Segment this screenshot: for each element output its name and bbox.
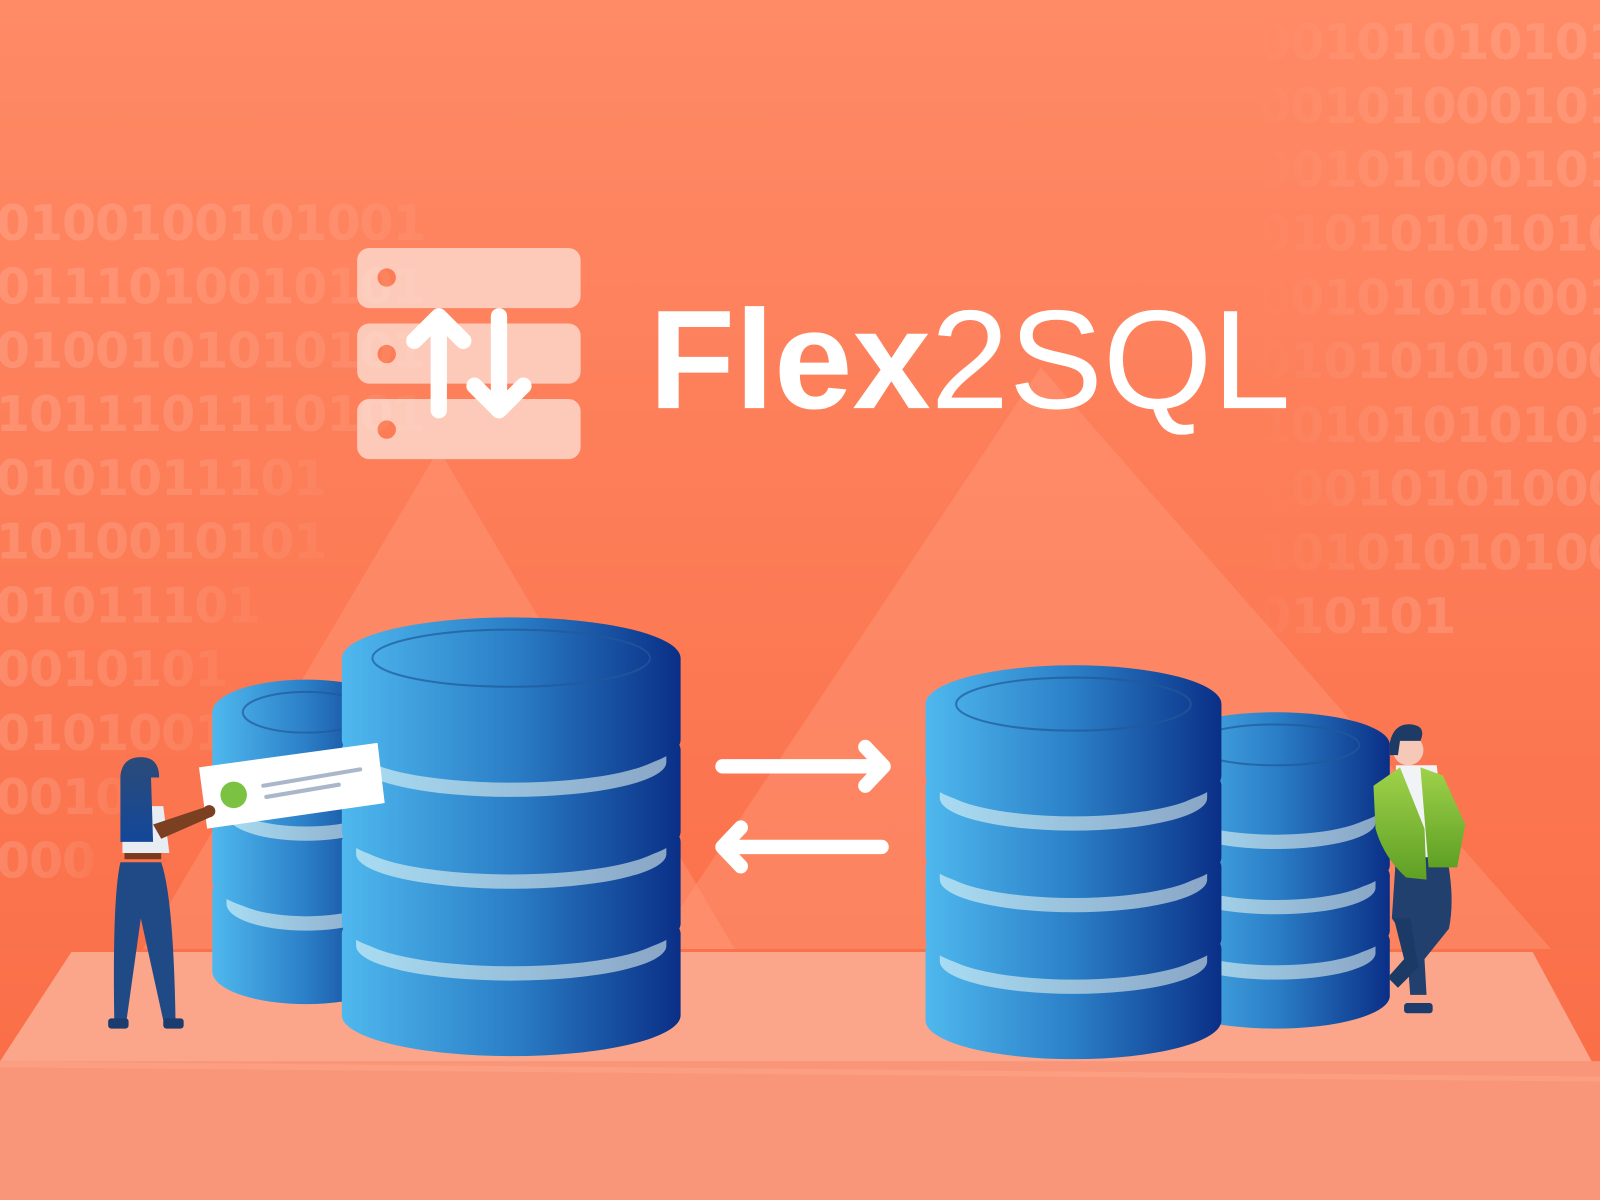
status-dot-green [220,781,247,809]
binary-row: 0010100010111 [1257,78,1600,135]
database-disk-top [925,665,1222,743]
binary-row: 0111010010101 [0,259,426,316]
server-led [377,344,396,364]
database-stack-right-front [925,665,1222,1060]
arrow-right-icon [715,739,891,793]
database-disk-top [341,617,681,699]
binary-row: 01011101 [0,577,260,634]
server-led [377,420,396,439]
arrow-left-icon [715,820,889,874]
binary-row: 0101001 [0,705,227,762]
database-ring [356,931,667,981]
person-man [1373,724,1466,1014]
binary-row: 000 [0,833,95,890]
app-title-2sql: 2SQL [931,281,1291,438]
database-ring [1175,873,1376,915]
binary-row: 1010101010101 [1257,397,1600,454]
floor-front [0,1061,1600,1200]
flex2sql-logo-icon [357,247,581,460]
person-woman [108,757,216,1029]
database-ring [1175,938,1376,980]
binary-row: 1010101010000 [1257,524,1600,581]
database-ring [939,865,1208,913]
binary-row: 0010100010101 [1257,142,1600,199]
binary-row: 0010 [0,769,128,826]
binary-row: 1010010101 [0,514,326,571]
sync-arrows-icon [715,739,891,874]
server-rack-top [357,247,581,309]
floor-edge [0,1061,1600,1082]
database-top-rim [955,676,1192,732]
binary-row: 0101011101 [0,450,326,507]
binary-row: 1011101110101 [0,386,426,443]
database-stack-left-front [341,617,681,1057]
up-down-arrows-icon [406,308,532,419]
app-title-flex: Flex [649,281,931,438]
binary-row: 0010101 [0,641,227,698]
binary-row: 0010101000101 [1257,269,1600,326]
database-ring [939,946,1208,994]
server-rack-bottom [357,398,581,460]
database-ring [356,839,667,889]
binary-row: 010101 [1257,588,1455,645]
binary-row: 1001010100010 [1257,461,1600,518]
database-ring [939,783,1208,831]
binary-row: 0100100101001 [0,195,426,252]
database-ring [1175,808,1376,849]
binary-pattern-left: 0100100101001 0111010010101 0100101010101 1… [0,195,427,890]
database-ring [356,747,667,797]
status-card [198,742,385,829]
server-led [377,268,396,287]
binary-row: 0100101010101 [0,322,426,379]
database-top-rim [371,628,652,688]
app-title: Flex2SQL [649,281,1291,438]
